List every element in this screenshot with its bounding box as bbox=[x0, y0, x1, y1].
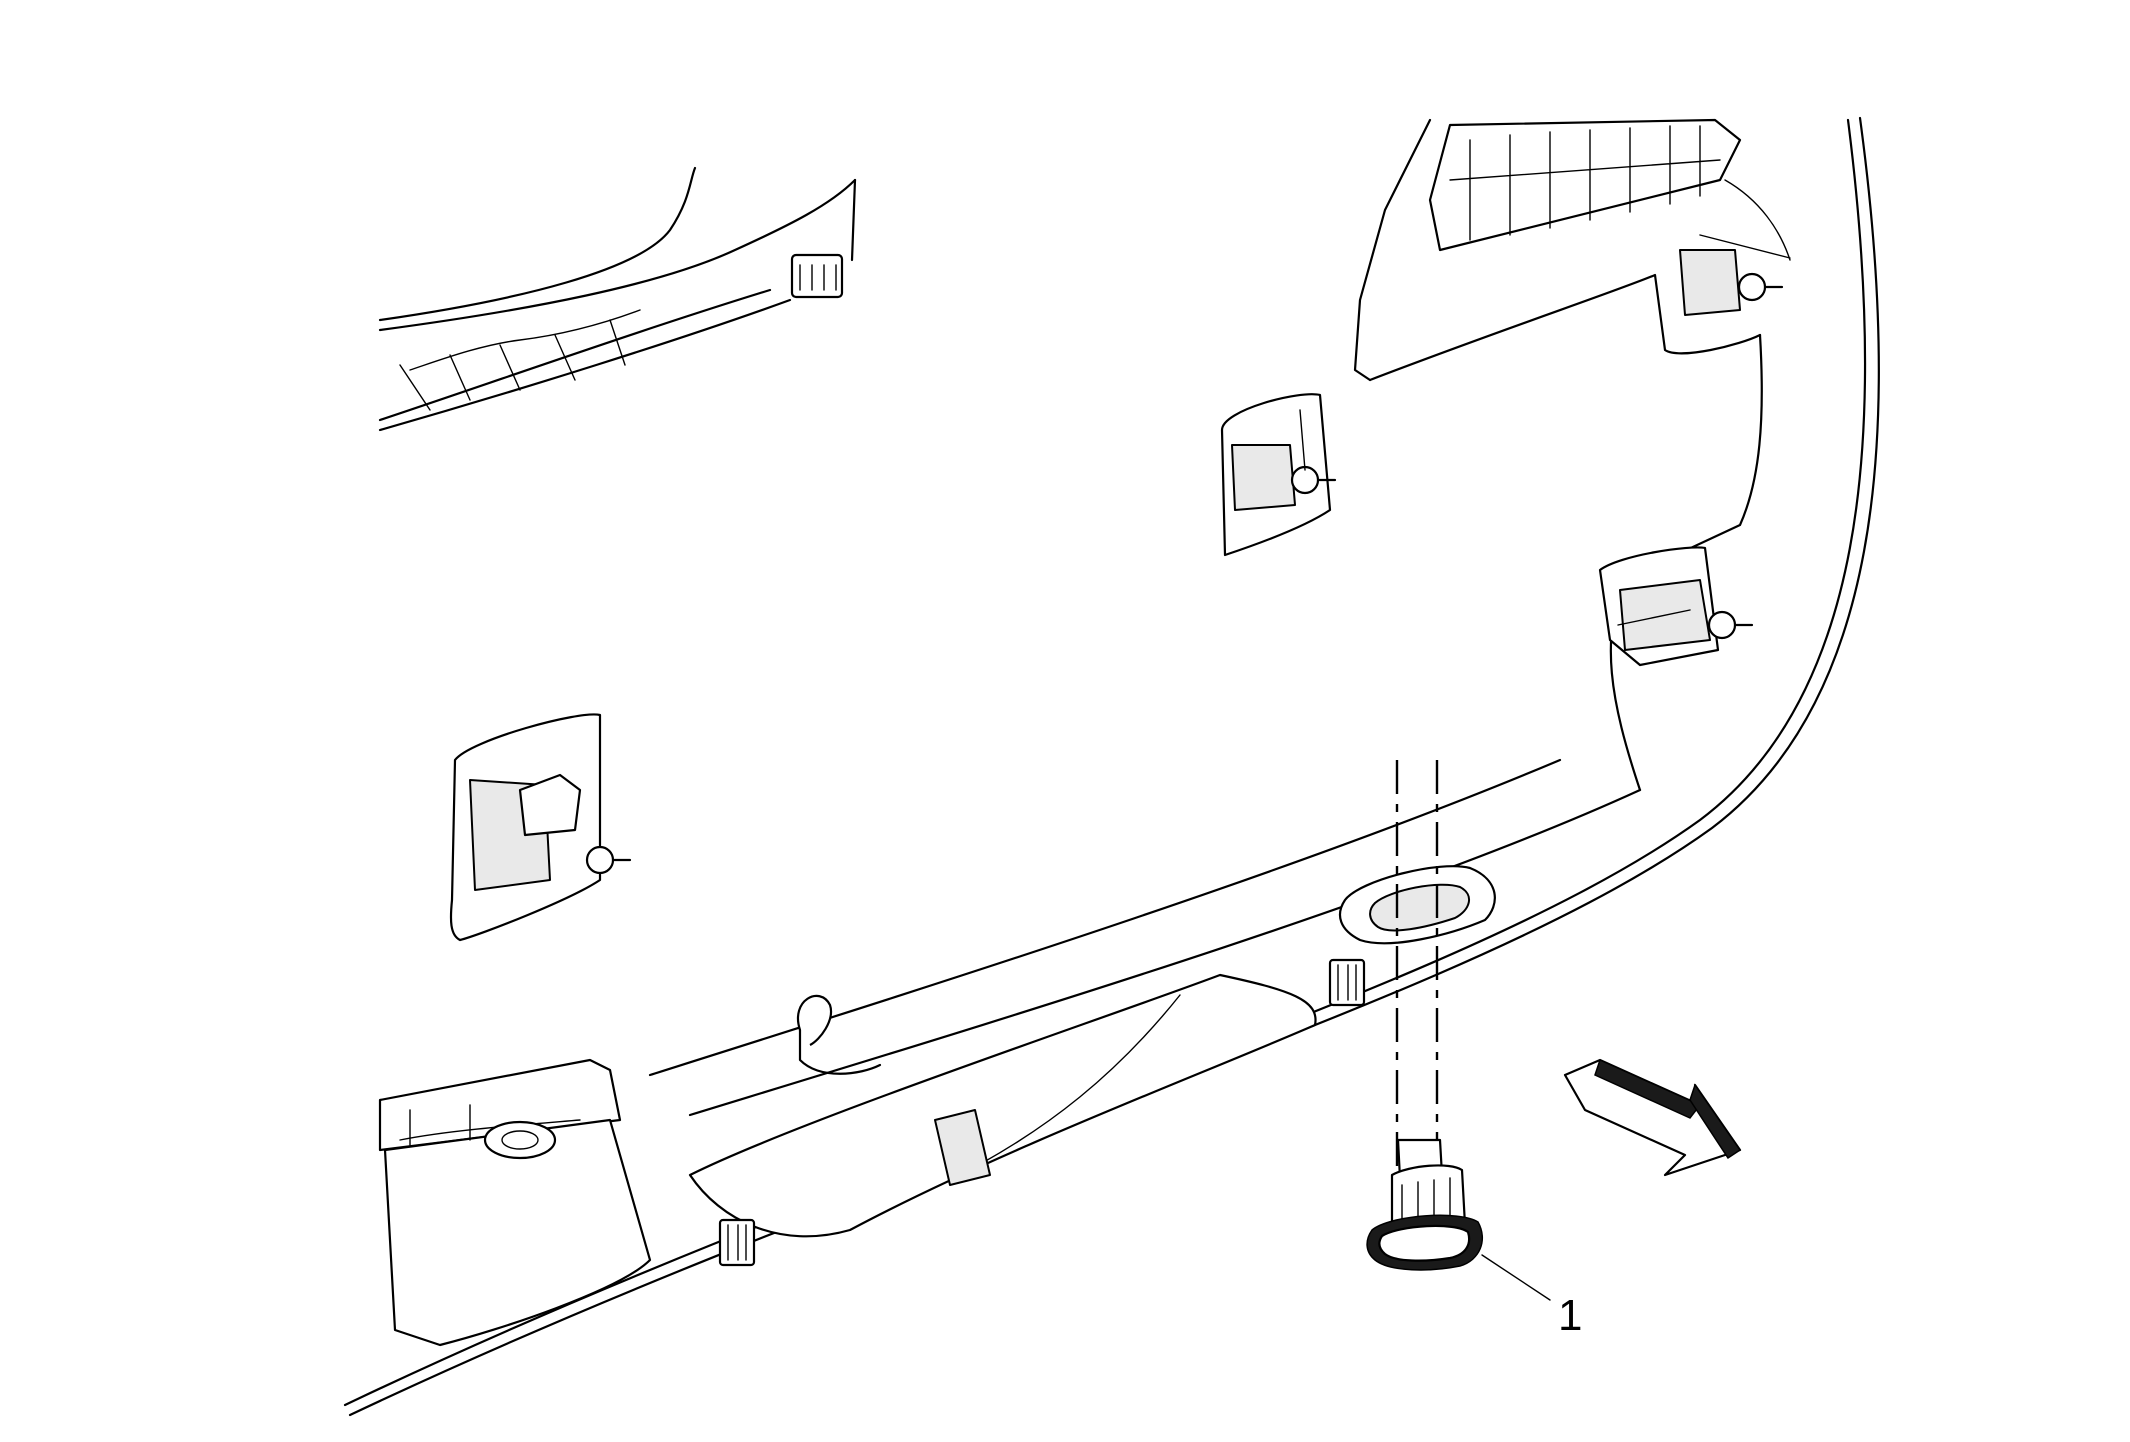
bottom-left-bracket bbox=[378, 1058, 652, 1347]
edge-retainer-2 bbox=[718, 1218, 756, 1267]
clip-pocket-right bbox=[1598, 546, 1754, 667]
switch-component bbox=[1366, 1138, 1483, 1271]
loop-cutout bbox=[797, 994, 882, 1075]
mounting-opening bbox=[1338, 865, 1496, 945]
clip-pocket-upper-right bbox=[1679, 234, 1791, 316]
callout-label-1: 1 bbox=[1558, 1291, 1582, 1340]
clip-pocket-upper bbox=[1220, 393, 1337, 557]
front-direction-arrow-icon bbox=[1563, 1058, 1742, 1177]
upper-retainer-clip bbox=[790, 253, 844, 299]
clip-pocket-left bbox=[449, 713, 632, 942]
handle-recess bbox=[688, 973, 1317, 1238]
alignment-lines bbox=[1395, 760, 1439, 1180]
callout-1: 1 bbox=[1481, 1254, 1582, 1340]
edge-retainer-1 bbox=[1328, 958, 1366, 1007]
